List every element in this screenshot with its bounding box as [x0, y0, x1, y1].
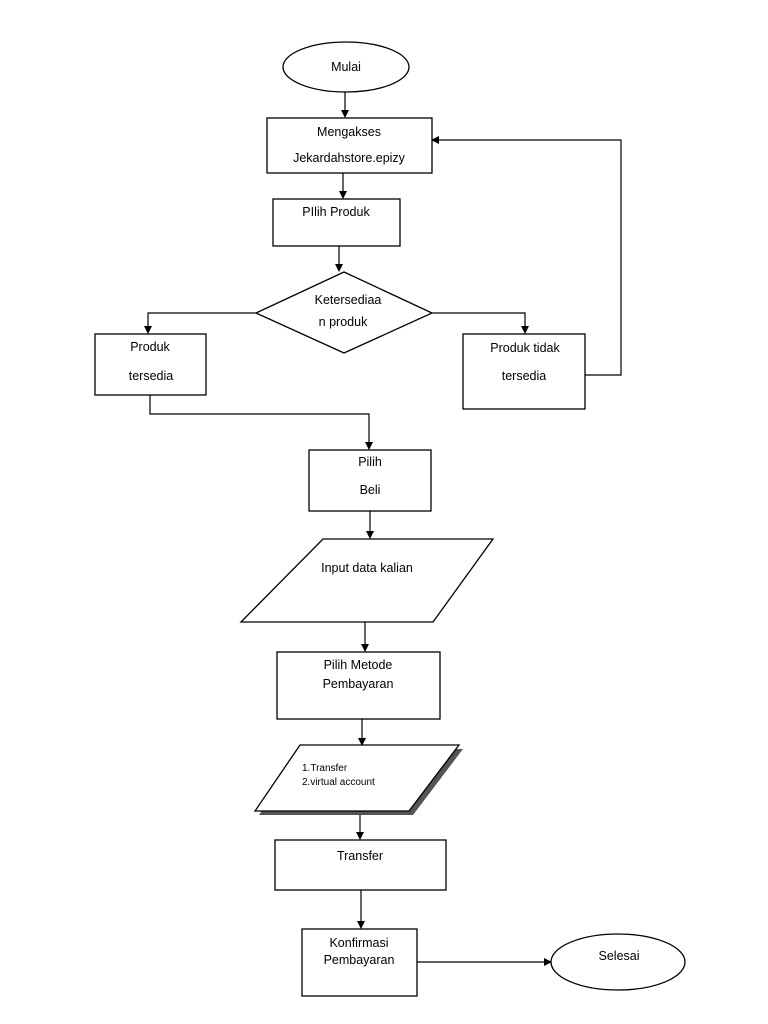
process-node-pilih-produk: PIlih Produk	[272, 198, 401, 247]
process-box	[94, 333, 207, 396]
process-label-line1: Pilih	[358, 455, 382, 469]
process-label-line2: Pembayaran	[323, 677, 394, 691]
io-label-line2: 2.virtual account	[302, 777, 375, 788]
end-label: Selesai	[599, 949, 640, 963]
process-box	[266, 117, 433, 174]
io-node-opsi-pembayaran: 1.Transfer 2.virtual account	[253, 744, 463, 815]
start-ellipse	[282, 41, 410, 93]
process-box	[462, 333, 586, 410]
process-box	[272, 198, 401, 247]
process-box	[274, 839, 447, 891]
io-parallelogram	[253, 744, 461, 812]
process-label-line2: Beli	[360, 483, 381, 497]
process-label-line1: Produk tidak	[490, 341, 560, 355]
process-label: Transfer	[337, 849, 383, 863]
process-node-transfer: Transfer	[274, 839, 447, 891]
io-label: Input data kalian	[321, 561, 413, 575]
io-node-input-data: Input data kalian	[239, 538, 495, 623]
process-box	[308, 449, 432, 512]
process-label-line1: Mengakses	[317, 125, 381, 139]
decision-label-line2: n produk	[319, 315, 368, 329]
process-label-line1: Pilih Metode	[324, 658, 393, 672]
io-parallelogram	[239, 538, 495, 623]
process-node-pilih-metode: Pilih Metode Pembayaran	[276, 651, 441, 720]
process-node-konfirmasi: Konfirmasi Pembayaran	[301, 928, 418, 997]
process-label-line1: Konfirmasi	[329, 936, 388, 950]
process-label: PIlih Produk	[302, 205, 370, 219]
io-label-line1: 1.Transfer	[302, 763, 348, 774]
decision-node-ketersediaan: Ketersediaa n produk	[254, 271, 434, 354]
end-node-selesai: Selesai	[550, 933, 686, 991]
process-label-line2: tersedia	[129, 369, 174, 383]
process-node-mengakses: Mengakses Jekardahstore.epizy	[266, 117, 433, 174]
process-node-produk-tersedia: Produk tersedia	[94, 333, 207, 396]
process-box	[276, 651, 441, 720]
start-label: Mulai	[331, 60, 361, 74]
end-ellipse	[550, 933, 686, 991]
process-box	[301, 928, 418, 997]
edge-ketersediaan-to-produk-tersedia	[144, 312, 256, 334]
edge-ketersediaan-to-produk-tidak-tersedia	[432, 312, 529, 334]
edge-produk-tersedia-to-pilih-beli	[149, 395, 373, 450]
process-label-line2: Pembayaran	[324, 953, 395, 967]
start-node-mulai: Mulai	[282, 41, 410, 93]
decision-label-line1: Ketersediaa	[315, 293, 382, 307]
process-label-line2: tersedia	[502, 369, 547, 383]
process-label-line1: Produk	[130, 340, 170, 354]
decision-diamond	[254, 271, 434, 354]
process-node-pilih-beli: Pilih Beli	[308, 449, 432, 512]
process-node-produk-tidak-tersedia: Produk tidak tersedia	[462, 333, 586, 410]
process-label-line2: Jekardahstore.epizy	[293, 151, 406, 165]
edge-produk-tidak-tersedia-loop-to-mengakses	[431, 136, 622, 376]
